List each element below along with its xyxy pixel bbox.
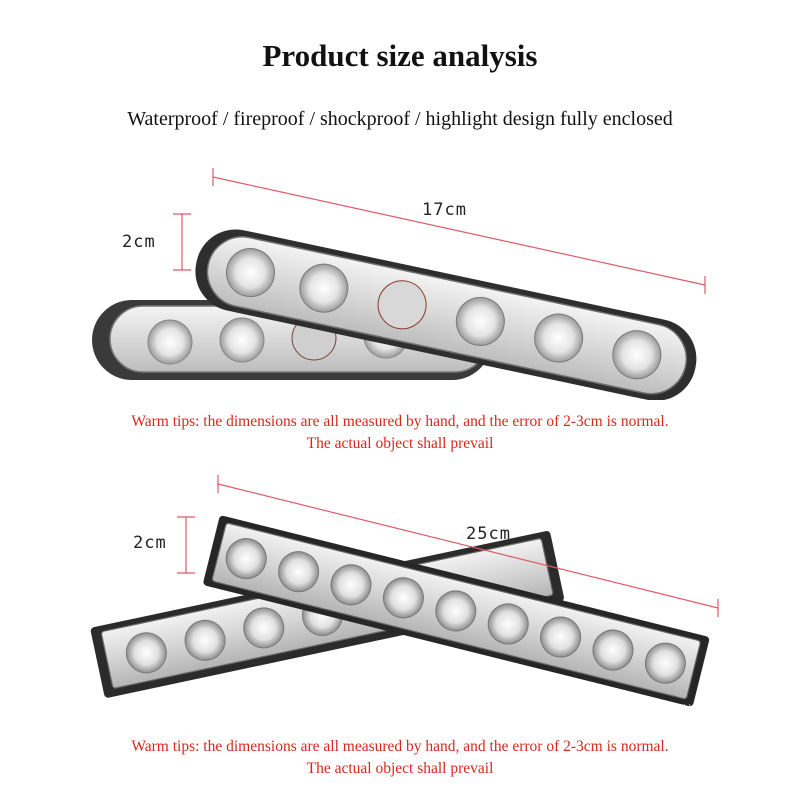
tip-2-line-1: Warm tips: the dimensions are all measur… xyxy=(131,738,669,755)
tip-1-line-1: Warm tips: the dimensions are all measur… xyxy=(131,413,669,430)
product-1-length-label: 17cm xyxy=(422,200,467,220)
product-1-length-dimension xyxy=(212,168,706,294)
product-2-illustration xyxy=(90,475,719,707)
product-1-illustration xyxy=(92,168,706,400)
product-2-front-leds xyxy=(225,538,686,684)
page-subtitle: Waterproof / fireproof / shockproof / hi… xyxy=(127,108,673,130)
product-1-front-bar xyxy=(195,229,697,400)
product-2-length-label: 25cm xyxy=(466,524,511,544)
watermark: SUYIXUAN xyxy=(648,702,709,715)
product-1-height-label: 2cm xyxy=(122,232,156,252)
tip-1-line-2: The actual object shall prevail xyxy=(306,435,494,452)
product-1-front-leds xyxy=(225,248,662,380)
product-2-front-bar xyxy=(203,515,710,707)
page-title: Product size analysis xyxy=(262,38,538,73)
product-1-height-dimension xyxy=(173,213,191,271)
product-1-warm-tips: Warm tips: the dimensions are all measur… xyxy=(0,411,800,455)
product-2-height-dimension xyxy=(177,516,195,574)
product-2-warm-tips: Warm tips: the dimensions are all measur… xyxy=(0,736,800,780)
product-2-length-dimension xyxy=(217,475,719,617)
tip-2-line-2: The actual object shall prevail xyxy=(306,760,494,777)
product-2-height-label: 2cm xyxy=(133,533,167,553)
